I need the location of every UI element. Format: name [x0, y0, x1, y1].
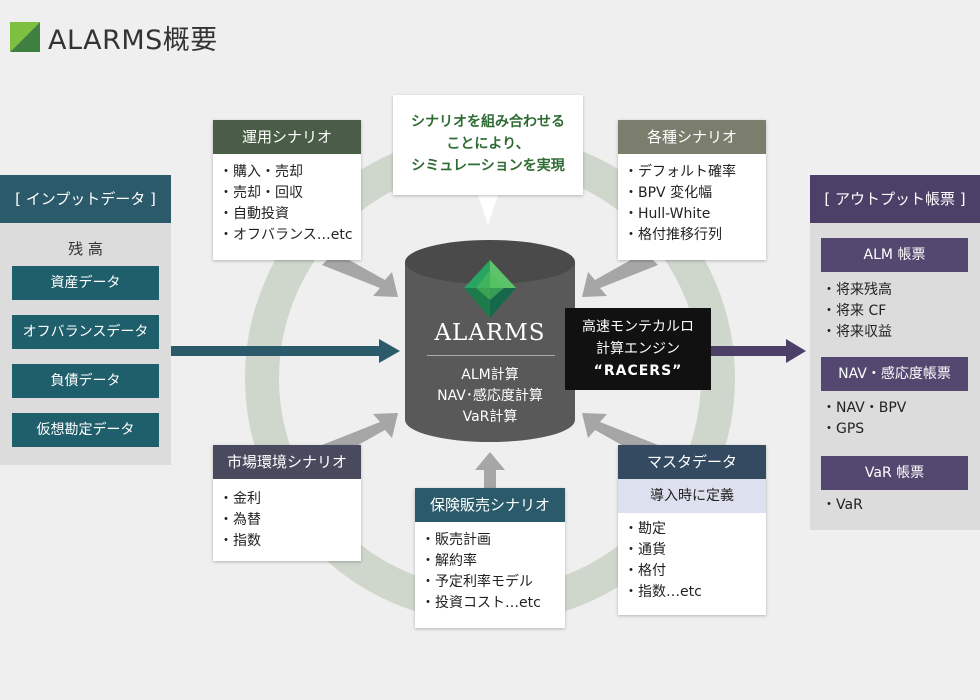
- bubble-line: ことにより、: [446, 136, 530, 152]
- box-item: ・格付推移行列: [624, 227, 722, 243]
- bubble-line: シミュレーションを実現: [411, 158, 565, 174]
- center-line: NAV･感応度計算: [437, 388, 543, 404]
- racers-line: 計算エンジン: [596, 341, 680, 357]
- arrow-output: [710, 339, 806, 363]
- box-item: ・為替: [219, 512, 261, 528]
- box-item: ・自動投資: [219, 206, 289, 222]
- racers-engine-box: 高速モンテカルロ 計算エンジン “RACERS”: [565, 308, 711, 390]
- bubble-line: シナリオを組み合わせる: [411, 114, 565, 130]
- input-item-offbalance: オフバランスデータ: [12, 315, 159, 349]
- box-list: ・勘定 ・通貨 ・格付 ・指数…etc: [618, 513, 766, 603]
- box-item: ・指数: [219, 533, 261, 549]
- box-item: ・BPV 変化幅: [624, 185, 713, 201]
- box-item: ・投資コスト…etc: [421, 595, 541, 611]
- input-item-liabilities: 負債データ: [12, 364, 159, 398]
- page-title: ALARMS概要: [48, 25, 218, 56]
- input-item-virtual-accounts: 仮想勘定データ: [12, 413, 159, 447]
- center-line: VaR計算: [462, 409, 518, 425]
- box-item: ・販売計画: [421, 532, 491, 548]
- output-item: ・VaR: [822, 497, 863, 513]
- box-title: マスタデータ: [618, 445, 766, 479]
- racers-name: “RACERS”: [593, 363, 683, 379]
- box-item: ・予定利率モデル: [421, 574, 533, 590]
- output-group-var-title: VaR 帳票: [821, 456, 968, 490]
- output-group-alm-list: ・将来残高 ・将来 CF ・将来収益: [822, 280, 892, 343]
- box-item: ・金利: [219, 491, 261, 507]
- arrow-kakushu: [582, 252, 658, 297]
- box-hoken-scenario: 保険販売シナリオ ・販売計画 ・解約率 ・予定利率モデル ・投資コスト…etc: [415, 488, 565, 628]
- box-title: 市場環境シナリオ: [213, 445, 361, 479]
- box-title: 運用シナリオ: [213, 120, 361, 154]
- box-item: ・購入・売却: [219, 164, 303, 180]
- output-group-nav-title: NAV・感応度帳票: [821, 357, 968, 391]
- arrow-unyou: [322, 252, 398, 297]
- title-mark-icon: [10, 22, 40, 52]
- box-item: ・解約率: [421, 553, 477, 569]
- box-list: ・購入・売却 ・売却・回収 ・自動投資 ・オフバランス…etc: [213, 154, 361, 246]
- input-header: [ インプットデータ ]: [0, 175, 171, 223]
- box-shijou-scenario: 市場環境シナリオ ・金利 ・為替 ・指数: [213, 445, 361, 561]
- center-line: ALM計算: [461, 367, 519, 383]
- box-title: 保険販売シナリオ: [415, 488, 565, 522]
- box-list: ・デフォルト確率 ・BPV 変化幅 ・Hull-White ・格付推移行列: [618, 154, 766, 246]
- box-item: ・売却・回収: [219, 185, 303, 201]
- box-title: 各種シナリオ: [618, 120, 766, 154]
- input-item-assets: 資産データ: [12, 266, 159, 300]
- box-item: ・通貨: [624, 542, 666, 558]
- output-group-nav-list: ・NAV・BPV ・GPS: [822, 398, 906, 440]
- center-name: ALARMS: [434, 320, 546, 346]
- box-item: ・指数…etc: [624, 584, 702, 600]
- box-item: ・オフバランス…etc: [219, 227, 353, 243]
- box-subtitle: 導入時に定義: [618, 479, 766, 513]
- box-item: ・格付: [624, 563, 666, 579]
- output-item: ・将来収益: [822, 324, 892, 340]
- box-kakushu-scenario: 各種シナリオ ・デフォルト確率 ・BPV 変化幅 ・Hull-White ・格付…: [618, 120, 766, 260]
- output-item: ・GPS: [822, 421, 865, 437]
- output-header: [ アウトプット帳票 ]: [810, 175, 980, 223]
- box-item: ・勘定: [624, 521, 666, 537]
- box-list: ・金利 ・為替 ・指数: [213, 479, 361, 552]
- output-item: ・将来残高: [822, 282, 892, 298]
- box-list: ・販売計画 ・解約率 ・予定利率モデル ・投資コスト…etc: [415, 522, 565, 614]
- racers-line: 高速モンテカルロ: [582, 319, 694, 335]
- bubble-tail: [478, 195, 498, 225]
- input-balance-label: 残 高: [68, 240, 103, 258]
- scenario-bubble: シナリオを組み合わせる ことにより、 シミュレーションを実現: [393, 95, 583, 195]
- box-unyou-scenario: 運用シナリオ ・購入・売却 ・売却・回収 ・自動投資 ・オフバランス…etc: [213, 120, 361, 260]
- box-item: ・デフォルト確率: [624, 164, 736, 180]
- output-group-alm-title: ALM 帳票: [821, 238, 968, 272]
- output-group-var-list: ・VaR: [822, 495, 863, 516]
- center-divider: [427, 355, 555, 356]
- alarms-cylinder: [405, 240, 575, 442]
- output-item: ・NAV・BPV: [822, 400, 907, 416]
- alarms-logo-icon: [464, 260, 516, 318]
- arrow-hoken: [475, 452, 505, 488]
- box-item: ・Hull-White: [624, 206, 711, 222]
- output-item: ・将来 CF: [822, 303, 887, 319]
- box-master-data: マスタデータ 導入時に定義 ・勘定 ・通貨 ・格付 ・指数…etc: [618, 445, 766, 615]
- arrow-input: [171, 339, 400, 363]
